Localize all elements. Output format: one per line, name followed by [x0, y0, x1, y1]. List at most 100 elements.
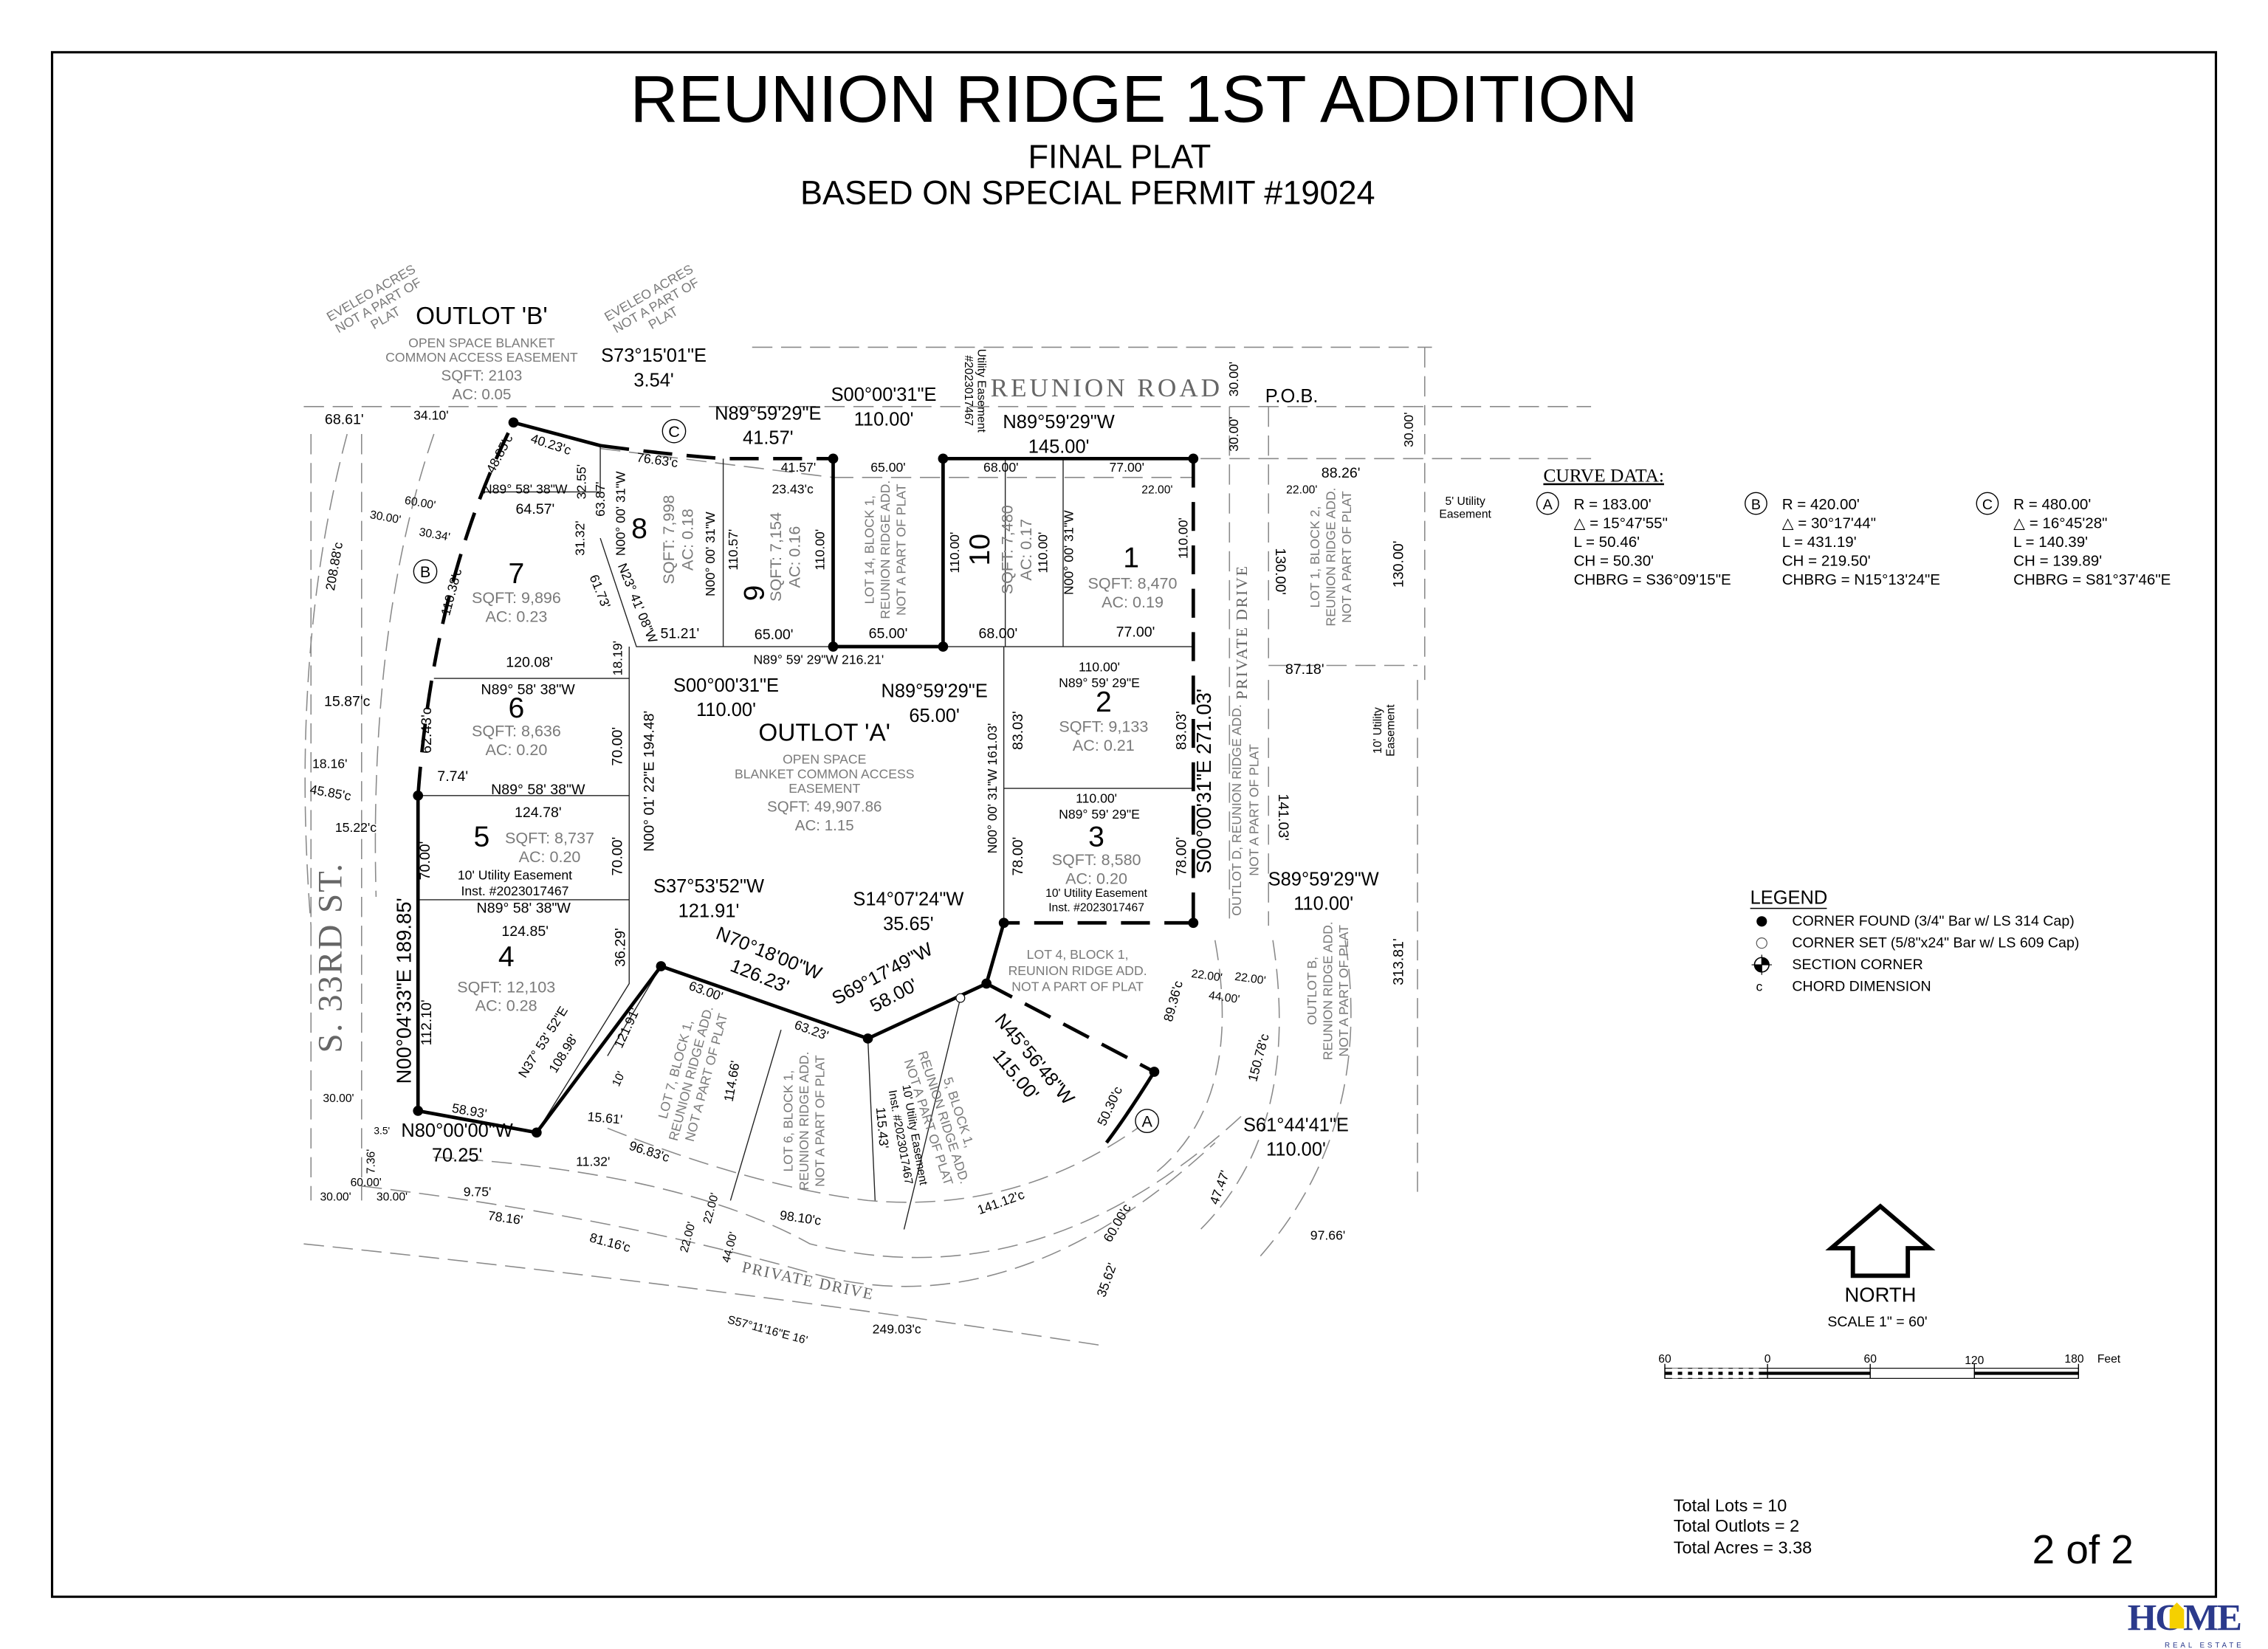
lot-sqft: SQFT: 12,103 — [457, 977, 555, 996]
dimension-text: 47.47' — [1206, 1168, 1232, 1206]
dimension-label: N89° 58' 38"W — [477, 901, 571, 917]
note-text: REUNION RIDGE ADD. — [1008, 963, 1147, 978]
dimension-label: 150.78'c — [1245, 1032, 1271, 1083]
dimension-text: 22.00' — [1141, 483, 1172, 496]
curve-value: L = 431.19' — [1782, 534, 1857, 551]
adjacent-parcel-note: OUTLOT B,REUNION RIDGE ADD.NOT A PART OF… — [1305, 921, 1351, 1060]
dimension-label: 141.12'c — [975, 1187, 1026, 1217]
dimension-text: 70.00' — [417, 841, 433, 881]
adjacent-parcel-note: OUTLOT D, REUNION RIDGE ADD.NOT A PART O… — [1229, 704, 1262, 916]
curve-value: △ = 15°47'55" — [1574, 514, 1668, 531]
dimension-text: 114.66' — [721, 1059, 743, 1103]
dimension-text: 30.00' — [1401, 412, 1416, 447]
dimension-label: 70.00' — [417, 841, 433, 881]
dimension-text: 30.00' — [1226, 416, 1241, 451]
lot-6: 6 — [509, 692, 525, 724]
dimension-text: 208.88'c — [323, 541, 346, 592]
right-of-way-lines — [303, 346, 1592, 1346]
note-text: OUTLOT D, REUNION RIDGE ADD. — [1229, 704, 1244, 916]
street-label: PRIVATE DRIVE — [1233, 565, 1251, 700]
dimension-label: 83.03' — [1174, 711, 1190, 750]
sheet-number: 2 of 2 — [2032, 1526, 2134, 1572]
easement-text: Easement — [1439, 509, 1491, 521]
dimension-text: 10' — [610, 1070, 628, 1089]
street-name: S. 33RD ST. — [311, 862, 349, 1053]
dimension-label: 65.00' — [755, 627, 794, 643]
dimension-text: 18.19' — [610, 641, 625, 675]
dimension-text: 78.16' — [487, 1208, 524, 1228]
distance-text: 145.00' — [1028, 436, 1090, 457]
scale-label: SCALE 1" = 60' — [1827, 1314, 1927, 1330]
lot-number: 6 — [509, 692, 525, 724]
scale-tick: 180 — [2064, 1353, 2083, 1366]
lot-5: 5 — [474, 821, 490, 853]
lot-sqft: SQFT: 8,580 — [1052, 850, 1141, 869]
dimension-label: 18.16' — [312, 757, 347, 771]
dimension-label: 22.00' — [701, 1191, 721, 1225]
bearing-text: S89°59'29"W — [1268, 869, 1379, 889]
note-text: REUNION RIDGE ADD. — [1320, 921, 1335, 1060]
dimension-text: 32.55' — [574, 464, 588, 499]
curve-marker-circle — [662, 419, 687, 444]
dimension-text: 77.00' — [1116, 624, 1155, 640]
lot-acres: AC: 0.20 — [1065, 869, 1127, 887]
boundary-call: N89°59'29"E41.57' — [715, 403, 821, 448]
dimension-label: 10' — [610, 1070, 628, 1089]
dimension-label: 124.85' — [501, 923, 549, 940]
lot-sqft: SQFT: 8,636 — [472, 721, 561, 740]
curve-a-marker: A — [1135, 1109, 1159, 1133]
dimension-label: 141.03' — [1275, 793, 1291, 841]
lot-number: 7 — [509, 558, 525, 590]
boundary-corners — [413, 417, 1199, 1138]
scale-tick: 60 — [1864, 1353, 1877, 1366]
lot-10: 10 — [964, 534, 996, 566]
lot-sqft: SQFT: 7,480 — [997, 505, 1016, 594]
lot-acres: AC: 0.17 — [1017, 519, 1035, 581]
dimension-text: 112.10' — [419, 999, 435, 1045]
dimension-label: 78.00' — [1174, 837, 1190, 876]
lot-number: 1 — [1123, 542, 1139, 574]
dimension-label: 110.00' — [1175, 517, 1190, 559]
dimension-label: 130.00' — [1272, 548, 1288, 595]
legend-item: CORNER FOUND (3/4" Bar w/ LS 314 Cap) — [1792, 913, 2074, 929]
dimension-text: 22.00' — [1234, 971, 1266, 988]
curve-value: △ = 16°45'28" — [2013, 514, 2107, 531]
dimension-label: 30.00' — [369, 509, 402, 526]
dimension-label: 63.23' — [792, 1017, 830, 1043]
dimension-label: 83.03' — [1010, 711, 1026, 750]
dimension-label: 9.75' — [464, 1185, 492, 1199]
dimension-label: 48.85'c — [483, 432, 515, 475]
logo-tagline: REAL ESTATE — [2165, 1642, 2244, 1649]
lot-7: 7 — [509, 558, 525, 590]
lot-number: 9 — [738, 585, 770, 602]
dimension-label: S57°11'16"E 16' — [726, 1314, 808, 1347]
dimension-label: 30.00' — [1401, 412, 1416, 447]
dimension-text: 110.38'c — [438, 567, 464, 617]
dimension-label: 30.00' — [377, 1191, 408, 1203]
bearing-text: S14°07'24"W — [853, 889, 963, 910]
curve-c-marker: C — [662, 419, 687, 444]
dimension-text: 65.00' — [870, 460, 905, 475]
note-text: REUNION RIDGE ADD. — [797, 1052, 811, 1191]
lot-acres: AC: 0.28 — [475, 996, 537, 1015]
lot-sqft: SQFT: 8,470 — [1088, 574, 1178, 593]
dimension-label: N89° 59' 29"E — [1059, 807, 1140, 822]
legend: LEGEND c CORNER FOUND (3/4" Bar w/ LS 31… — [1750, 888, 2079, 994]
curve-value: R = 183.00' — [1574, 496, 1652, 513]
note-text: NOT A PART OF PLAT — [1339, 491, 1354, 623]
north-label: NORTH — [1844, 1284, 1916, 1307]
curve-id-circle — [1745, 492, 1767, 515]
curve-id-circle — [1976, 492, 1999, 515]
dimension-text: N00° 00' 31"W — [613, 471, 628, 556]
dimension-label: N89° 58' 38"W — [483, 481, 568, 496]
dimension-label: N89° 58' 38"W — [491, 782, 585, 798]
dimension-label: 30.00' — [320, 1191, 351, 1203]
